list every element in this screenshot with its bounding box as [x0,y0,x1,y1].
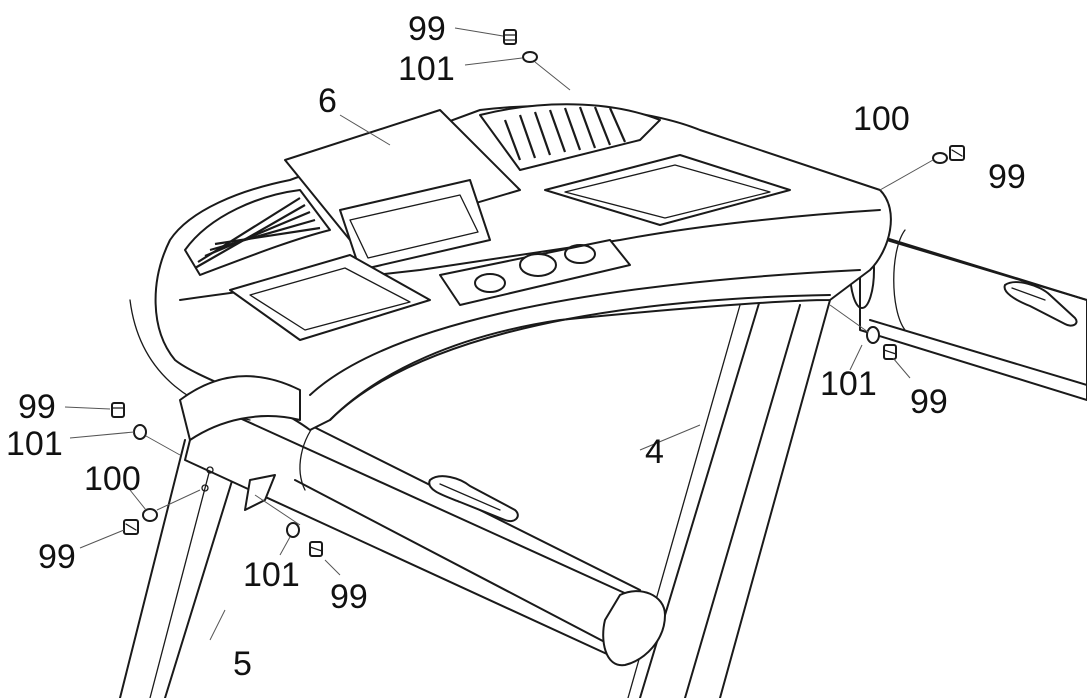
washer-right-mid [866,326,880,344]
display-housing [284,109,521,271]
leader-lines [64,27,934,641]
callout-left-mid-screw: 99 [38,538,76,576]
right-cup-holder [544,154,791,226]
left-mount-bracket [179,375,301,511]
washer-top [522,51,538,63]
washer-right-top [932,152,948,164]
screw-top [503,29,517,45]
control-panel [439,239,631,306]
callout-left-low-screw: 99 [330,578,368,616]
callout-right-top-screw: 99 [988,158,1026,196]
callout-left-top-washer: 101 [6,425,63,463]
screw-right-mid [883,344,897,360]
callout-top-screw: 99 [408,10,446,48]
right-speaker-grille [479,103,661,171]
callout-right-top-washer: 100 [853,100,910,138]
callout-upright: 4 [645,433,664,471]
left-speaker-grille [184,189,331,276]
right-handlebar [849,229,1087,401]
callout-left-low-washer: 101 [243,556,300,594]
callout-left-top-screw: 99 [18,388,56,426]
screw-left-low [309,541,323,557]
screw-left-mid [123,519,139,535]
callout-right-mid-washer: 101 [820,365,877,403]
callout-right-mid-screw: 99 [910,383,948,421]
washer-left-top [133,424,147,440]
left-handlebar [184,399,666,667]
left-cup-holder [229,254,431,341]
callout-left-mid-washer: 100 [84,460,141,498]
screw-right-top [949,145,965,161]
washer-left-mid [142,508,158,522]
callout-left-upright: 5 [233,645,252,683]
callout-top-washer: 101 [398,50,455,88]
washer-left-low [286,522,300,538]
callout-console: 6 [318,82,337,120]
screw-left-top [111,402,125,418]
